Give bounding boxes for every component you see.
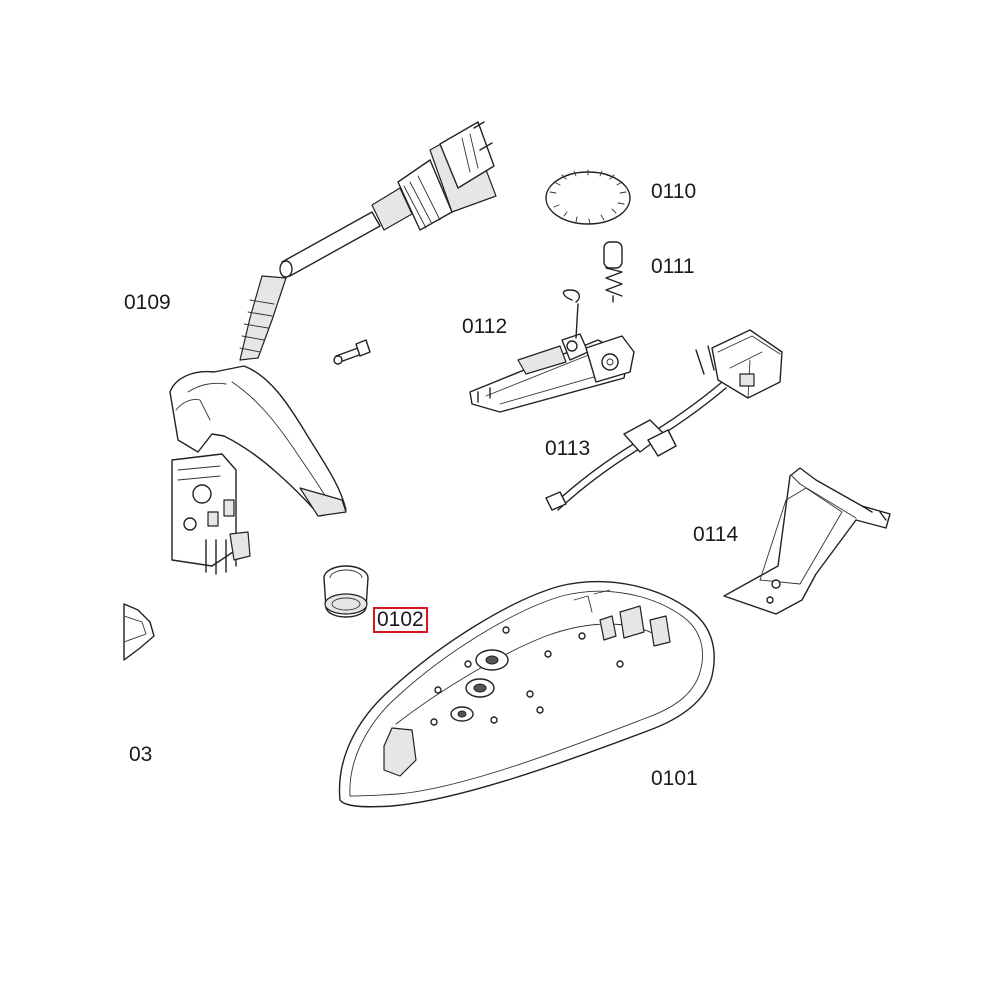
label-0112: 0112 [462,315,508,338]
handle-assembly [169,275,371,575]
label-03: 03 [129,743,153,766]
label-0101: 0101 [651,767,698,790]
part-0114-bracket [723,467,891,615]
part-0110-dial-disk [545,169,631,225]
part-0111-spring-pin [603,241,623,303]
part-0102-ring [323,565,369,618]
part-0113-wiring-harness [545,329,783,511]
part-0112-thermostat [469,289,635,413]
label-0114: 0114 [693,523,739,546]
label-0102-highlighted[interactable]: 0102 [373,607,428,633]
label-0113: 0113 [545,437,591,460]
partial-part-03 [123,603,155,661]
power-cord-plug [279,121,497,278]
part-0101-soleplate [338,580,715,808]
label-0110: 0110 [651,180,697,203]
label-0109: 0109 [124,291,171,314]
label-0111: 0111 [651,255,695,278]
